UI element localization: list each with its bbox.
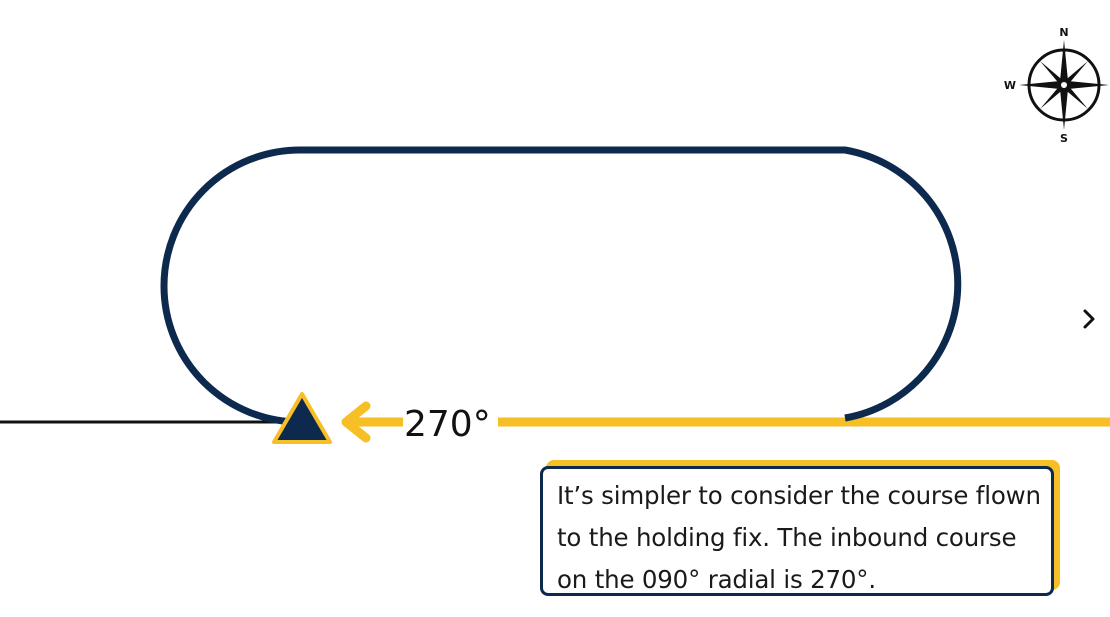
explanation-callout: It’s simpler to consider the course flow… bbox=[540, 460, 1060, 596]
compass-west-label: W bbox=[1004, 79, 1016, 92]
holding-pattern-racetrack bbox=[160, 146, 962, 426]
next-button[interactable] bbox=[1074, 304, 1104, 334]
compass-north-label: N bbox=[1059, 26, 1068, 39]
chevron-right-icon bbox=[1083, 309, 1095, 329]
holding-fix-triangle-icon bbox=[272, 392, 332, 444]
compass-rose-icon: N S W bbox=[1004, 26, 1109, 145]
course-label: 270° bbox=[404, 404, 491, 445]
callout-box: It’s simpler to consider the course flow… bbox=[540, 466, 1054, 596]
compass-south-label: S bbox=[1060, 132, 1068, 145]
inbound-arrow-icon bbox=[341, 401, 403, 443]
callout-text: It’s simpler to consider the course flow… bbox=[557, 481, 1041, 594]
